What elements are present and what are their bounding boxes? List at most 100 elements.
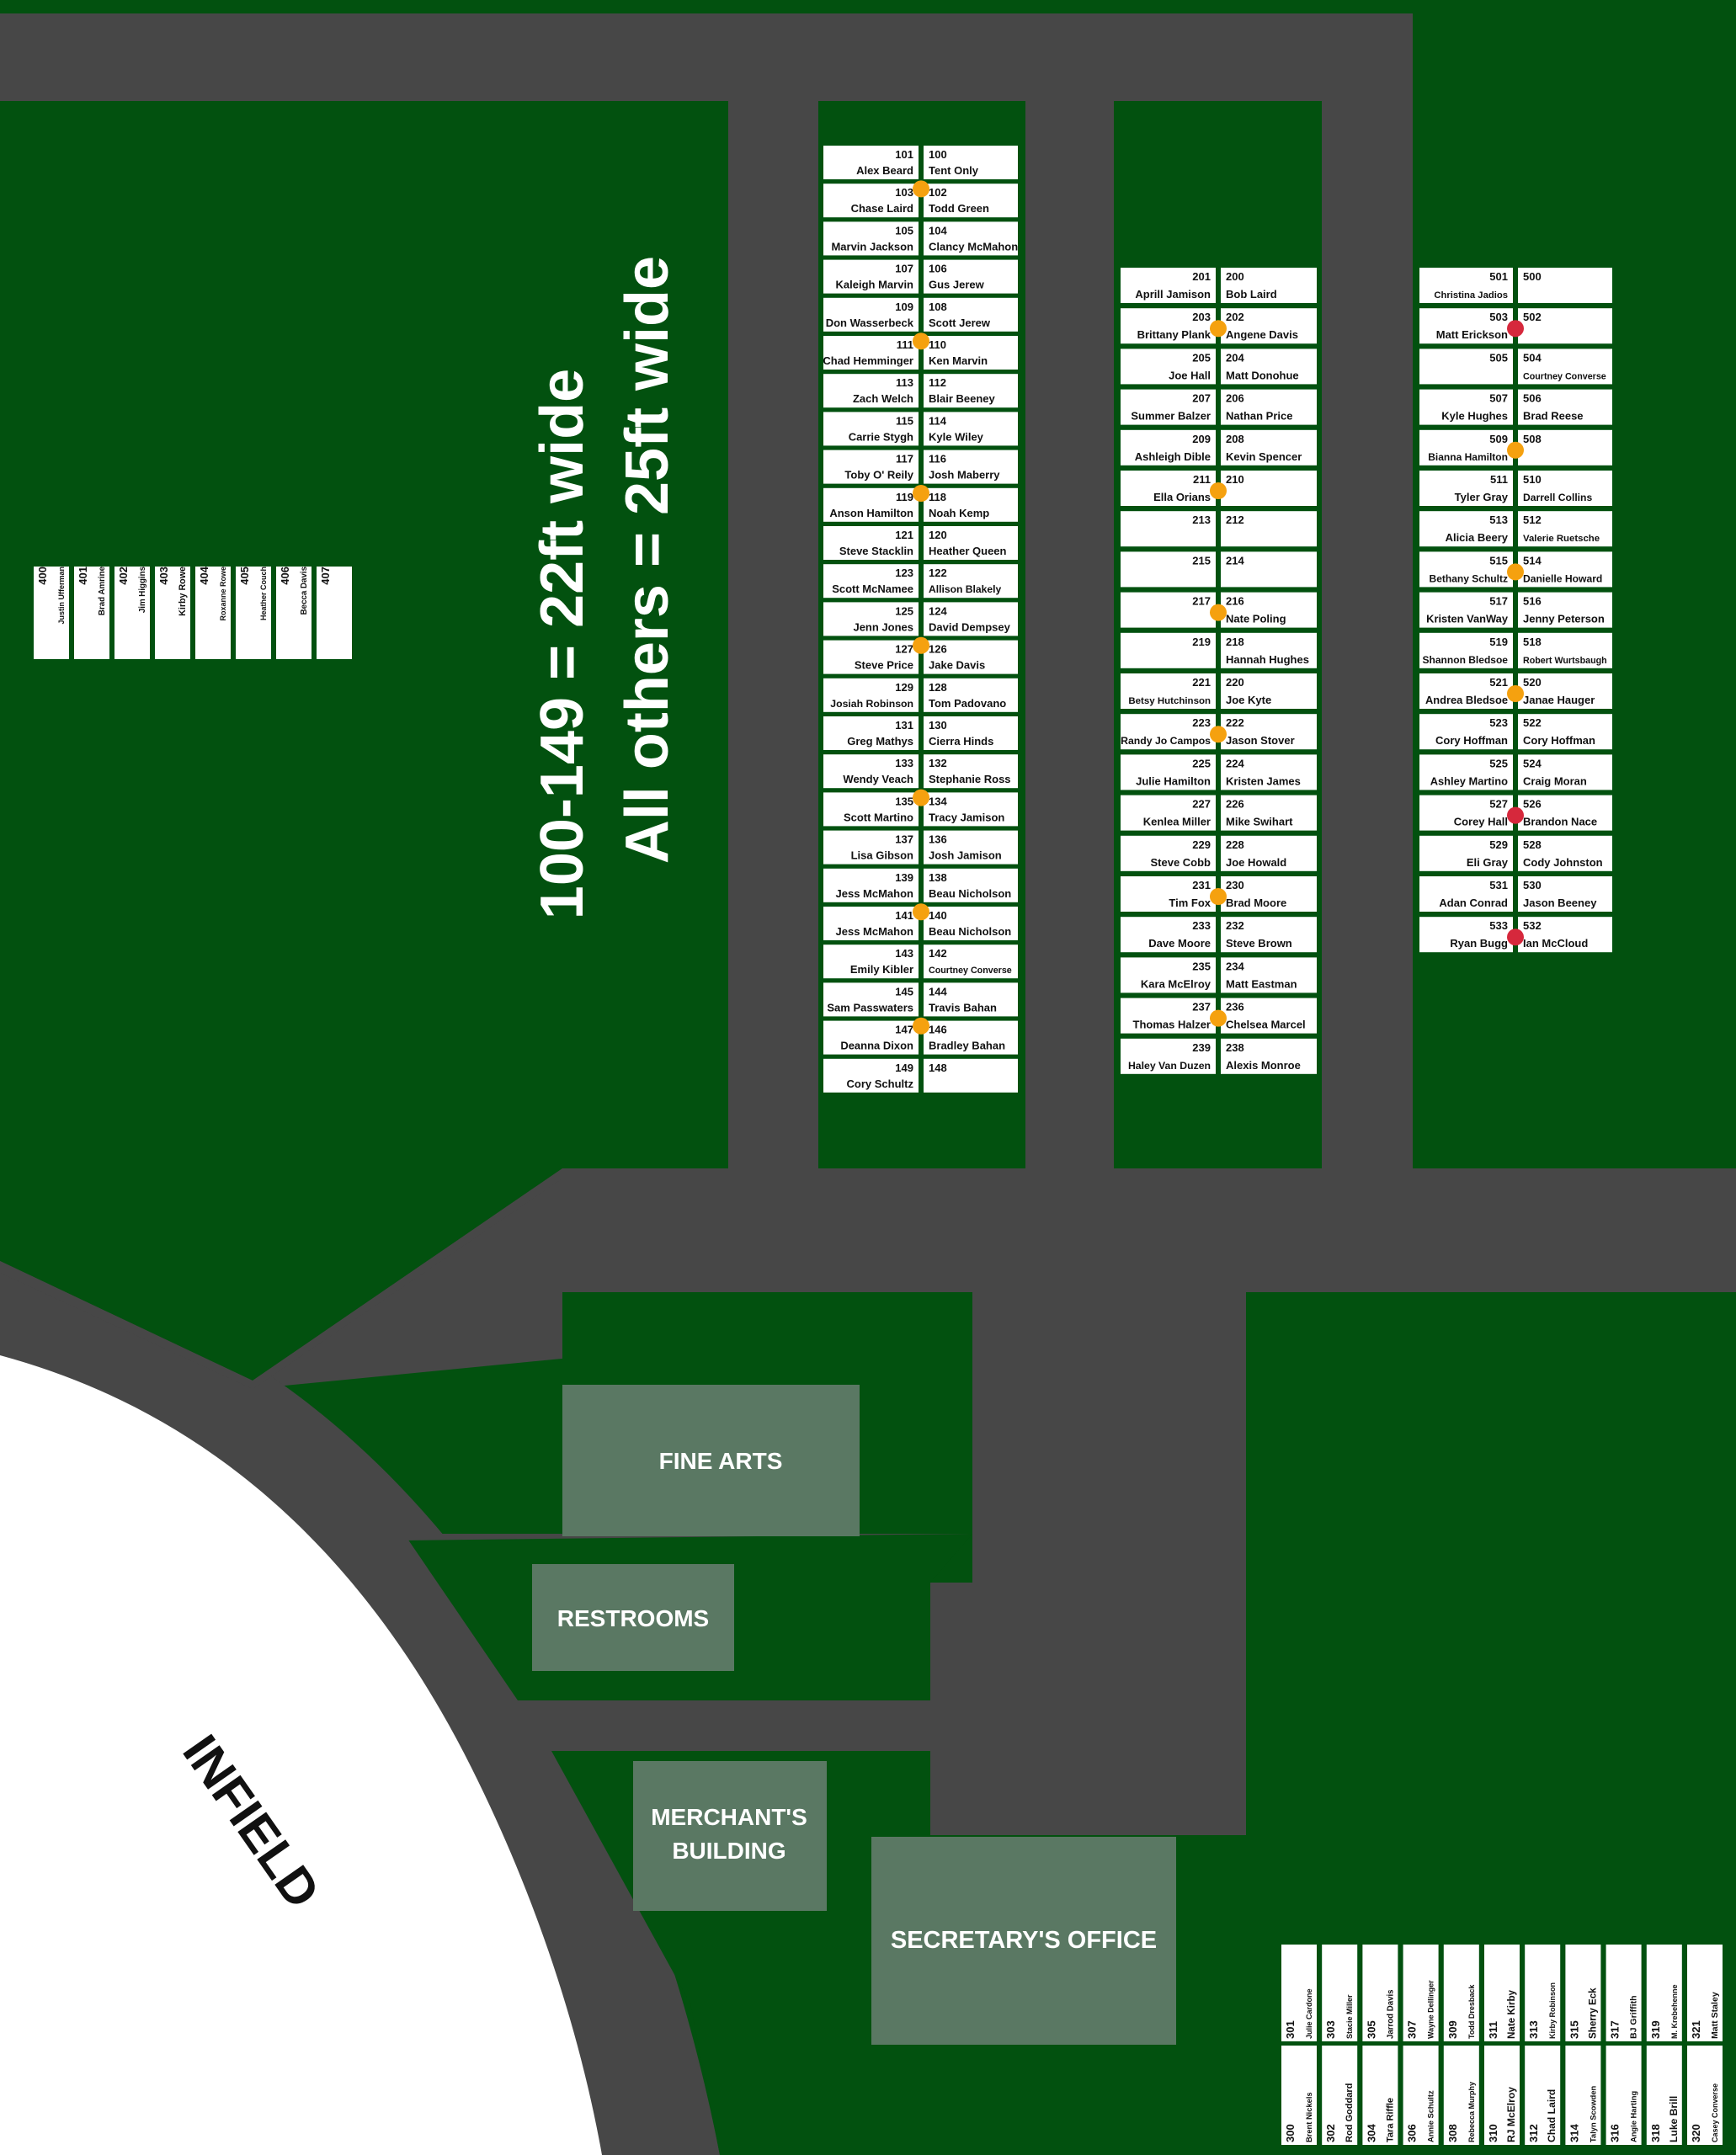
lot-200[interactable] bbox=[1221, 268, 1317, 303]
lot-526[interactable] bbox=[1518, 795, 1612, 831]
lot-134[interactable] bbox=[924, 792, 1018, 827]
lot-114[interactable] bbox=[924, 412, 1018, 446]
lot-506[interactable] bbox=[1518, 389, 1612, 425]
lot-145[interactable] bbox=[823, 982, 919, 1017]
lot-132[interactable] bbox=[924, 754, 1018, 789]
lot-527[interactable] bbox=[1419, 795, 1513, 831]
lot-307[interactable] bbox=[1403, 1945, 1439, 2041]
lot-406[interactable] bbox=[276, 567, 312, 659]
lot-320[interactable] bbox=[1687, 2046, 1723, 2145]
lot-315[interactable] bbox=[1565, 1945, 1601, 2041]
lot-211[interactable] bbox=[1121, 471, 1216, 506]
lot-317[interactable] bbox=[1606, 1945, 1642, 2041]
lot-238[interactable] bbox=[1221, 1038, 1317, 1074]
lot-305[interactable] bbox=[1362, 1945, 1398, 2041]
lot-233[interactable] bbox=[1121, 917, 1216, 953]
lot-400[interactable] bbox=[34, 567, 69, 659]
lot-220[interactable] bbox=[1221, 673, 1317, 709]
lot-127[interactable] bbox=[823, 640, 919, 674]
lot-217[interactable] bbox=[1121, 592, 1216, 628]
lot-504[interactable] bbox=[1518, 349, 1612, 385]
lot-503[interactable] bbox=[1419, 308, 1513, 344]
lot-314[interactable] bbox=[1565, 2046, 1601, 2145]
lot-509[interactable] bbox=[1419, 429, 1513, 466]
lot-135[interactable] bbox=[823, 792, 919, 827]
lot-133[interactable] bbox=[823, 754, 919, 789]
lot-300[interactable] bbox=[1281, 2046, 1317, 2145]
lot-510[interactable] bbox=[1518, 471, 1612, 506]
lot-219[interactable] bbox=[1121, 632, 1216, 668]
lot-209[interactable] bbox=[1121, 429, 1216, 466]
lot-100[interactable] bbox=[924, 146, 1018, 179]
lot-306[interactable] bbox=[1403, 2046, 1439, 2145]
lot-313[interactable] bbox=[1525, 1945, 1561, 2041]
lot-239[interactable] bbox=[1121, 1038, 1216, 1074]
lot-119[interactable] bbox=[823, 487, 919, 522]
lot-203[interactable] bbox=[1121, 308, 1216, 344]
restrooms-building[interactable] bbox=[532, 1564, 734, 1671]
lot-214[interactable] bbox=[1221, 551, 1317, 588]
lot-112[interactable] bbox=[924, 374, 1018, 408]
lot-501[interactable] bbox=[1419, 268, 1513, 303]
lot-138[interactable] bbox=[924, 868, 1018, 902]
lot-143[interactable] bbox=[823, 944, 919, 979]
lot-522[interactable] bbox=[1518, 714, 1612, 750]
lot-229[interactable] bbox=[1121, 835, 1216, 871]
lot-126[interactable] bbox=[924, 640, 1018, 674]
lot-224[interactable] bbox=[1221, 754, 1317, 790]
lot-500[interactable] bbox=[1518, 268, 1612, 303]
lot-105[interactable] bbox=[823, 221, 919, 256]
lot-310[interactable] bbox=[1484, 2046, 1520, 2145]
lot-101[interactable] bbox=[823, 146, 919, 179]
lot-237[interactable] bbox=[1121, 998, 1216, 1034]
lot-223[interactable] bbox=[1121, 714, 1216, 750]
lot-118[interactable] bbox=[924, 487, 1018, 522]
lot-235[interactable] bbox=[1121, 957, 1216, 993]
lot-530[interactable] bbox=[1518, 876, 1612, 912]
lot-309[interactable] bbox=[1443, 1945, 1479, 2041]
lot-210[interactable] bbox=[1221, 471, 1317, 506]
lot-208[interactable] bbox=[1221, 429, 1317, 466]
lot-102[interactable] bbox=[924, 184, 1018, 218]
lot-533[interactable] bbox=[1419, 917, 1513, 953]
lot-316[interactable] bbox=[1606, 2046, 1642, 2145]
lot-130[interactable] bbox=[924, 716, 1018, 750]
lot-103[interactable] bbox=[823, 184, 919, 218]
lot-218[interactable] bbox=[1221, 632, 1317, 668]
lot-516[interactable] bbox=[1518, 592, 1612, 628]
lot-230[interactable] bbox=[1221, 876, 1317, 912]
lot-401[interactable] bbox=[74, 567, 109, 659]
lot-303[interactable] bbox=[1322, 1945, 1358, 2041]
lot-520[interactable] bbox=[1518, 673, 1612, 709]
lot-201[interactable] bbox=[1121, 268, 1216, 303]
lot-207[interactable] bbox=[1121, 389, 1216, 425]
lot-137[interactable] bbox=[823, 830, 919, 865]
lot-123[interactable] bbox=[823, 564, 919, 599]
lot-523[interactable] bbox=[1419, 714, 1513, 750]
lot-106[interactable] bbox=[924, 259, 1018, 294]
lot-405[interactable] bbox=[236, 567, 271, 659]
lot-318[interactable] bbox=[1646, 2046, 1682, 2145]
lot-514[interactable] bbox=[1518, 551, 1612, 588]
lot-301[interactable] bbox=[1281, 1945, 1317, 2041]
lot-120[interactable] bbox=[924, 526, 1018, 560]
lot-216[interactable] bbox=[1221, 592, 1317, 628]
lot-144[interactable] bbox=[924, 982, 1018, 1017]
lot-232[interactable] bbox=[1221, 917, 1317, 953]
lot-117[interactable] bbox=[823, 450, 919, 484]
lot-142[interactable] bbox=[924, 944, 1018, 979]
lot-236[interactable] bbox=[1221, 998, 1317, 1034]
lot-111[interactable] bbox=[823, 336, 919, 370]
lot-321[interactable] bbox=[1687, 1945, 1723, 2041]
lot-227[interactable] bbox=[1121, 795, 1216, 831]
lot-140[interactable] bbox=[924, 907, 1018, 940]
lot-529[interactable] bbox=[1419, 835, 1513, 871]
secretary-office-building[interactable] bbox=[871, 1837, 1176, 2045]
lot-515[interactable] bbox=[1419, 551, 1513, 588]
lot-205[interactable] bbox=[1121, 349, 1216, 385]
fine-arts-building[interactable] bbox=[562, 1385, 860, 1536]
lot-148[interactable] bbox=[924, 1058, 1018, 1093]
lot-226[interactable] bbox=[1221, 795, 1317, 831]
lot-518[interactable] bbox=[1518, 632, 1612, 668]
lot-234[interactable] bbox=[1221, 957, 1317, 993]
